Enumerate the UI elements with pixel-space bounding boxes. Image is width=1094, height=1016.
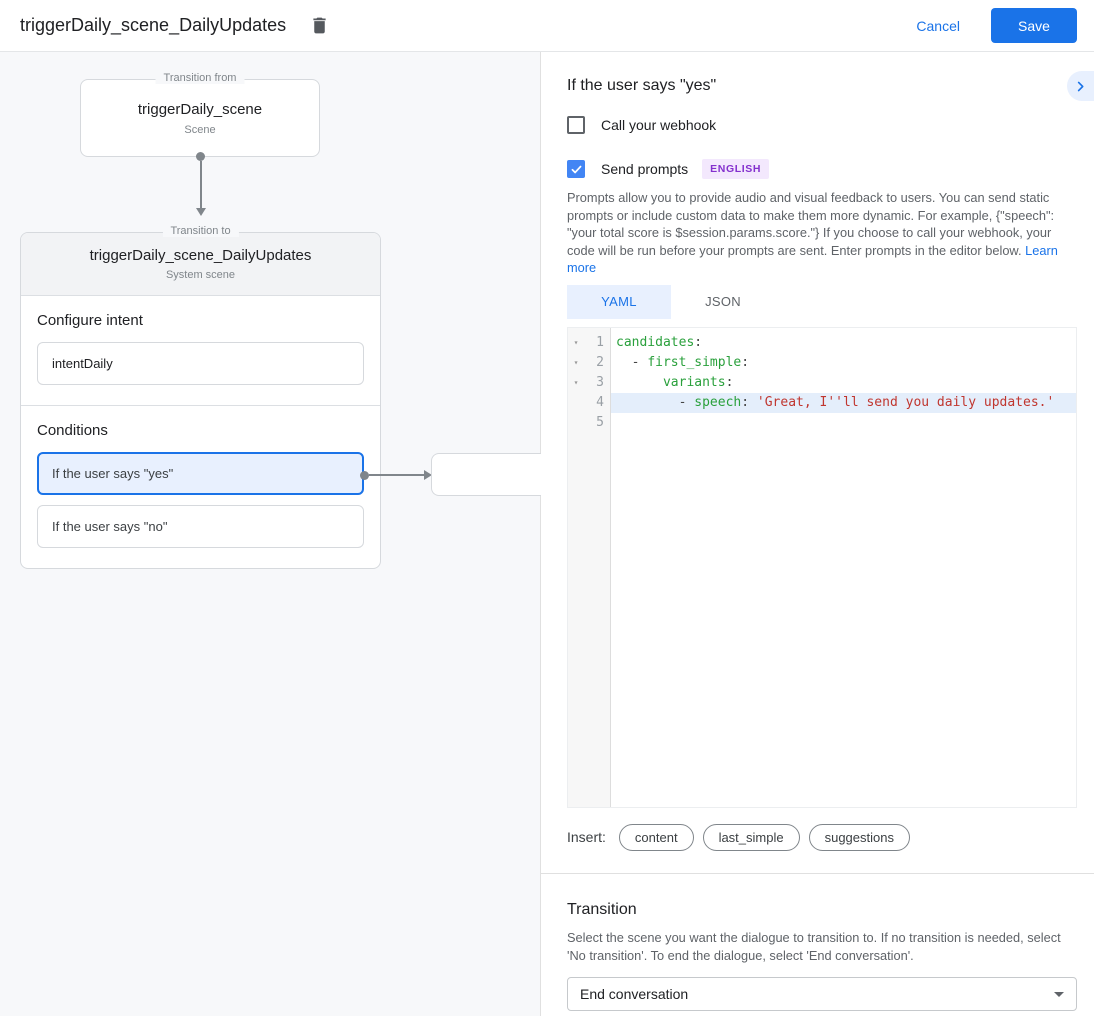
configure-intent-section: Configure intent intentDaily (21, 296, 380, 406)
main-layout: Transition from triggerDaily_scene Scene… (0, 52, 1094, 1016)
collapse-panel-button[interactable] (1067, 71, 1094, 101)
to-scene-type: System scene (165, 269, 236, 281)
transition-from-legend: Transition from (155, 72, 245, 84)
code-content[interactable]: - first_simple: (611, 353, 1076, 373)
code-content[interactable] (611, 413, 1076, 433)
arrowhead-right-icon (424, 470, 432, 480)
line-number: 1 (596, 334, 604, 350)
token-plain: : (725, 374, 734, 390)
section-divider (541, 872, 1094, 874)
fold-arrow-icon[interactable]: ▾ (573, 337, 579, 347)
condition-title: If the user says "yes" (567, 77, 717, 94)
line-number: 3 (596, 374, 604, 390)
fold-cell-empty (568, 393, 584, 413)
cancel-button[interactable]: Cancel (916, 17, 960, 34)
token-plain (616, 375, 663, 390)
from-scene-name: triggerDaily_scene (137, 100, 263, 118)
save-button[interactable]: Save (991, 8, 1077, 43)
trash-icon (309, 15, 330, 36)
prompts-description-text: Prompts allow you to provide audio and v… (567, 190, 1055, 258)
condition-transition-arrow (360, 470, 432, 480)
editor-code-lines: ▾ 1 candidates: ▾ 2 - first_simple: ▾ 3 varian… (568, 328, 1076, 433)
token-plain: : (741, 354, 750, 370)
line-number: 4 (596, 394, 604, 410)
arrowhead-down-icon (195, 208, 206, 216)
token-key: candidates (616, 334, 695, 350)
transition-dropdown-value: End conversation (580, 986, 689, 1003)
webhook-checkbox-row: Call your webhook (567, 116, 1078, 134)
call-webhook-checkbox[interactable] (567, 116, 585, 134)
to-scene-name: triggerDaily_scene_DailyUpdates (89, 247, 312, 264)
next-scene-node-partial[interactable] (431, 453, 542, 496)
language-badge: ENGLISH (702, 159, 770, 179)
condition-detail-panel: If the user says "yes" Call your webhook… (541, 52, 1094, 1016)
page-title: triggerDaily_scene_DailyUpdates (20, 15, 287, 35)
code-line: ▾ 3 variants: (568, 373, 1076, 393)
transition-from-node[interactable]: Transition from triggerDaily_scene Scene (80, 72, 320, 157)
connector-dot (196, 152, 205, 161)
connector-line (199, 161, 202, 208)
condition-item[interactable]: If the user says "no" (37, 505, 364, 548)
call-webhook-label: Call your webhook (601, 117, 717, 133)
fold-arrow-icon[interactable]: ▾ (573, 357, 579, 367)
send-prompts-checkbox[interactable] (567, 160, 585, 178)
condition-item[interactable]: If the user says "yes" (37, 452, 364, 495)
line-number: 2 (596, 354, 604, 370)
learn-more-link[interactable]: Learn more (567, 242, 1058, 276)
transition-arrow-down (195, 152, 206, 216)
conditions-section: Conditions If the user says "yes"If the … (21, 406, 380, 568)
token-key: speech (694, 394, 742, 410)
prompt-code-editor[interactable]: ▾ 1 candidates: ▾ 2 - first_simple: ▾ 3 varian… (567, 326, 1077, 808)
fold-arrow-icon[interactable]: ▾ (573, 377, 579, 387)
token-plain: : (694, 334, 703, 350)
token-plain: - (616, 394, 695, 410)
from-scene-type: Scene (184, 123, 216, 136)
dropdown-caret-icon (1054, 991, 1064, 997)
code-content[interactable]: variants: (611, 373, 1076, 393)
transition-to-node[interactable]: Transition to triggerDaily_scene_DailyUp… (20, 225, 381, 569)
scene-diagram-canvas: Transition from triggerDaily_scene Scene… (0, 52, 542, 1016)
send-prompts-checkbox-row: Send prompts ENGLISH (567, 159, 1078, 179)
tab-json[interactable]: JSON (705, 294, 741, 310)
line-number: 5 (596, 414, 604, 430)
connector-dot (360, 470, 369, 480)
delete-scene-button[interactable] (305, 12, 333, 40)
insert-chips: content last_simple suggestions (618, 823, 919, 851)
prompts-description: Prompts allow you to provide audio and v… (567, 189, 1077, 277)
code-line: 4 - speech: 'Great, I''ll send you daily… (568, 392, 1076, 413)
transition-dropdown[interactable]: End conversation (567, 977, 1077, 1012)
insert-chip-last_simple[interactable]: last_simple (702, 823, 800, 851)
code-content[interactable]: - speech: 'Great, I''ll send you daily u… (611, 392, 1076, 413)
code-line: ▾ 1 candidates: (568, 333, 1076, 353)
insert-chip-content[interactable]: content (618, 823, 694, 851)
conditions-label: Conditions (37, 422, 108, 439)
chevron-right-icon (1073, 79, 1088, 94)
transition-to-legend: Transition to (162, 225, 239, 237)
token-plain: : (741, 394, 757, 410)
token-string: 'Great, I''ll send you daily updates.' (756, 394, 1055, 410)
intent-field[interactable]: intentDaily (37, 342, 364, 385)
token-plain: - (616, 354, 648, 370)
configure-intent-label: Configure intent (37, 312, 143, 329)
tab-yaml[interactable]: YAML (567, 284, 671, 319)
token-key: variants (662, 374, 726, 390)
transition-description: Select the scene you want the dialogue t… (567, 929, 1061, 963)
fold-cell-empty (568, 413, 584, 433)
insert-snippet-row: Insert: content last_simple suggestions (567, 823, 1078, 851)
app-header: triggerDaily_scene_DailyUpdates Cancel S… (0, 0, 1094, 52)
editor-gutter (568, 327, 611, 807)
checkmark-icon (570, 163, 583, 176)
insert-label: Insert: (567, 829, 606, 846)
token-key: first_simple (647, 354, 742, 370)
to-scene-header: triggerDaily_scene_DailyUpdates System s… (21, 233, 380, 296)
code-line: 5 (568, 413, 1076, 433)
code-content[interactable]: candidates: (611, 333, 1076, 353)
code-line: ▾ 2 - first_simple: (568, 353, 1076, 373)
insert-chip-suggestions[interactable]: suggestions (808, 823, 910, 851)
send-prompts-label: Send prompts (601, 161, 689, 177)
conditions-list: If the user says "yes" If the user says "… (37, 452, 364, 548)
transition-section-title: Transition (567, 900, 637, 918)
editor-format-tabs: YAML JSON (567, 284, 1078, 319)
connector-line (369, 474, 424, 476)
